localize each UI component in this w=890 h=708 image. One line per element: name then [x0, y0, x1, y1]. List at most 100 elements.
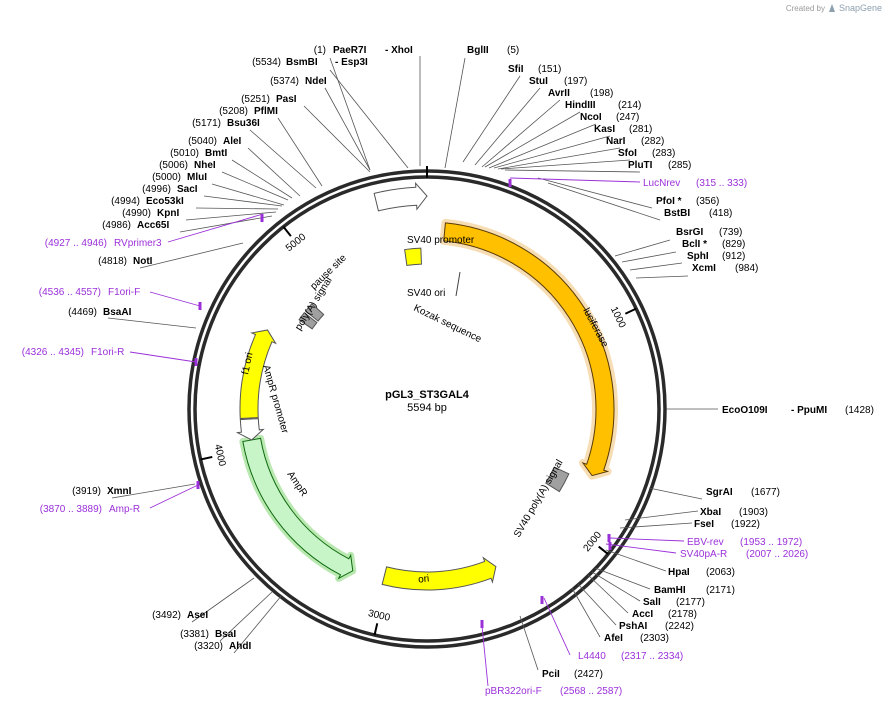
- site-sali-pos: (2177): [676, 597, 705, 608]
- site-leader-line: [629, 262, 683, 271]
- site-nari-pos: (282): [641, 136, 664, 147]
- site-kasi-pos: (281): [629, 124, 652, 135]
- site-pluti-pos: (285): [668, 160, 691, 171]
- primer-bind-marker: [608, 542, 612, 550]
- primer-pbr322ori-f: pBR322ori-F: [485, 686, 542, 697]
- site-bmti-pos: (5010): [170, 148, 199, 159]
- site-sfii-pos: (151): [538, 64, 561, 75]
- site-acci-pos: (2178): [668, 609, 697, 620]
- primer-l4440-pos: (2317 .. 2334): [621, 651, 683, 662]
- site-ncoi: NcoI: [580, 112, 602, 123]
- primer-leader-line: [149, 291, 201, 307]
- primer-leader-line: [149, 484, 199, 509]
- site-leader-line: [303, 105, 371, 173]
- tick-mark: [598, 545, 609, 555]
- primer-leader-line: [481, 625, 489, 687]
- sv40-ori-label: SV40 ori: [407, 288, 445, 299]
- site-bsmbi-pos: (5534): [252, 57, 281, 68]
- site-leader-line: [619, 522, 693, 529]
- site-stui: StuI: [529, 76, 548, 87]
- tick-label: 5000: [284, 231, 309, 254]
- site-acc65i-pos: (4986): [102, 220, 131, 231]
- site-avrii-pos: (198): [590, 88, 613, 99]
- primer-f1ori-f-pos: (4536 .. 4557): [39, 287, 101, 298]
- site-stui-pos: (197): [564, 76, 587, 87]
- site-leader-line: [195, 207, 279, 210]
- site-leader-line: [462, 75, 521, 163]
- primer-bind-marker: [508, 179, 512, 187]
- site-mlui: MluI: [187, 172, 207, 183]
- site-mlui-pos: (5000): [152, 172, 181, 183]
- site-leader-line: [277, 117, 323, 187]
- site-esp3i: - Esp3I: [335, 57, 368, 68]
- site-leader-line: [587, 574, 629, 614]
- primer-ebv-rev: EBV-rev: [687, 537, 724, 548]
- primer-rvprimer3-pos: (4927 .. 4946): [45, 238, 107, 249]
- primer-bind-marker: [480, 620, 484, 628]
- ampr-feature: [239, 434, 357, 582]
- site-acc65i: Acc65I: [137, 220, 169, 231]
- site-pfoi-pos: (356): [696, 196, 719, 207]
- tick-mark: [200, 455, 213, 461]
- primer-leader-line: [609, 537, 685, 542]
- site-noti: NotI: [133, 256, 153, 267]
- tick-label: 3000: [367, 608, 392, 624]
- site-bsai: BsaI: [215, 629, 236, 640]
- sv40-polya-label: SV40 poly(A) signal: [512, 458, 565, 540]
- site-pluti: PluTI: [628, 160, 653, 171]
- site-sphi-pos: (912): [722, 251, 745, 262]
- site-saci: SacI: [177, 184, 198, 195]
- site-bcli: BclI *: [682, 239, 707, 250]
- primer-leader-line: [509, 177, 641, 183]
- primer-sv40pa-r: SV40pA-R: [680, 549, 727, 560]
- primer-lucnrev-pos: (315 .. 333): [696, 178, 747, 189]
- site-bsaai: BsaAI: [103, 307, 132, 318]
- primer-amp-r-pos: (3870 .. 3889): [40, 504, 102, 515]
- primer-bind-marker: [194, 358, 198, 366]
- site-paer7i-pos: (1): [314, 45, 326, 56]
- ampr_promoter-feature: [235, 418, 265, 441]
- site-leader-line: [635, 275, 689, 279]
- primer-bind-marker: [540, 596, 544, 604]
- ampr-promoter-label: AmpR promoter: [260, 364, 290, 436]
- site-asei-pos: (3492): [152, 610, 181, 621]
- site-nari: NarI: [606, 136, 626, 147]
- site-leader-line: [329, 57, 371, 171]
- site-bcli-pos: (829): [722, 239, 745, 250]
- site-leader-line: [231, 159, 293, 199]
- site-noti-pos: (4818): [98, 256, 127, 267]
- site-leader-line: [107, 317, 197, 329]
- ori-label: ori: [418, 573, 430, 585]
- sv40_ori-feature: [404, 247, 422, 266]
- primer-l4440: L4440: [578, 651, 606, 662]
- site-bamhi: BamHI: [654, 585, 686, 596]
- site-hpai: HpaI: [668, 567, 690, 578]
- brand-name: SnapGene: [838, 3, 882, 13]
- site-sfoi: SfoI: [618, 148, 637, 159]
- site-sgrai: SgrAI: [706, 487, 733, 498]
- primer-lucnrev: LucNrev: [643, 178, 680, 189]
- primer-f1ori-f: F1ori-F: [108, 287, 140, 298]
- site-fsei: FseI: [694, 519, 714, 530]
- site-xbai-pos: (1903): [739, 507, 768, 518]
- site-hpai-pos: (2063): [706, 567, 735, 578]
- primer-leader-line: [129, 351, 197, 363]
- site-leader-line: [624, 510, 699, 521]
- f1_ori-feature: [239, 329, 277, 420]
- primer-bind-marker: [260, 214, 264, 222]
- site-pasi: PasI: [276, 94, 297, 105]
- snapgene-logo-icon: [828, 4, 835, 12]
- tick-mark: [282, 226, 292, 237]
- sv40_promoter-feature: [373, 181, 428, 212]
- site-hindiii: HindIII: [565, 100, 596, 111]
- pause_site-feature: [304, 303, 325, 322]
- site-avrii: AvrII: [548, 88, 570, 99]
- site-kpni: KpnI: [157, 208, 179, 219]
- site-ahdi-pos: (3320): [194, 641, 223, 652]
- site-sgrai-pos: (1677): [751, 487, 780, 498]
- site-xcmi: XcmI: [692, 263, 716, 274]
- site-pflmi: PflMI: [254, 106, 278, 117]
- site-sfoi-pos: (283): [652, 148, 675, 159]
- plasmid-name: pGL3_ST3GAL4: [385, 389, 470, 401]
